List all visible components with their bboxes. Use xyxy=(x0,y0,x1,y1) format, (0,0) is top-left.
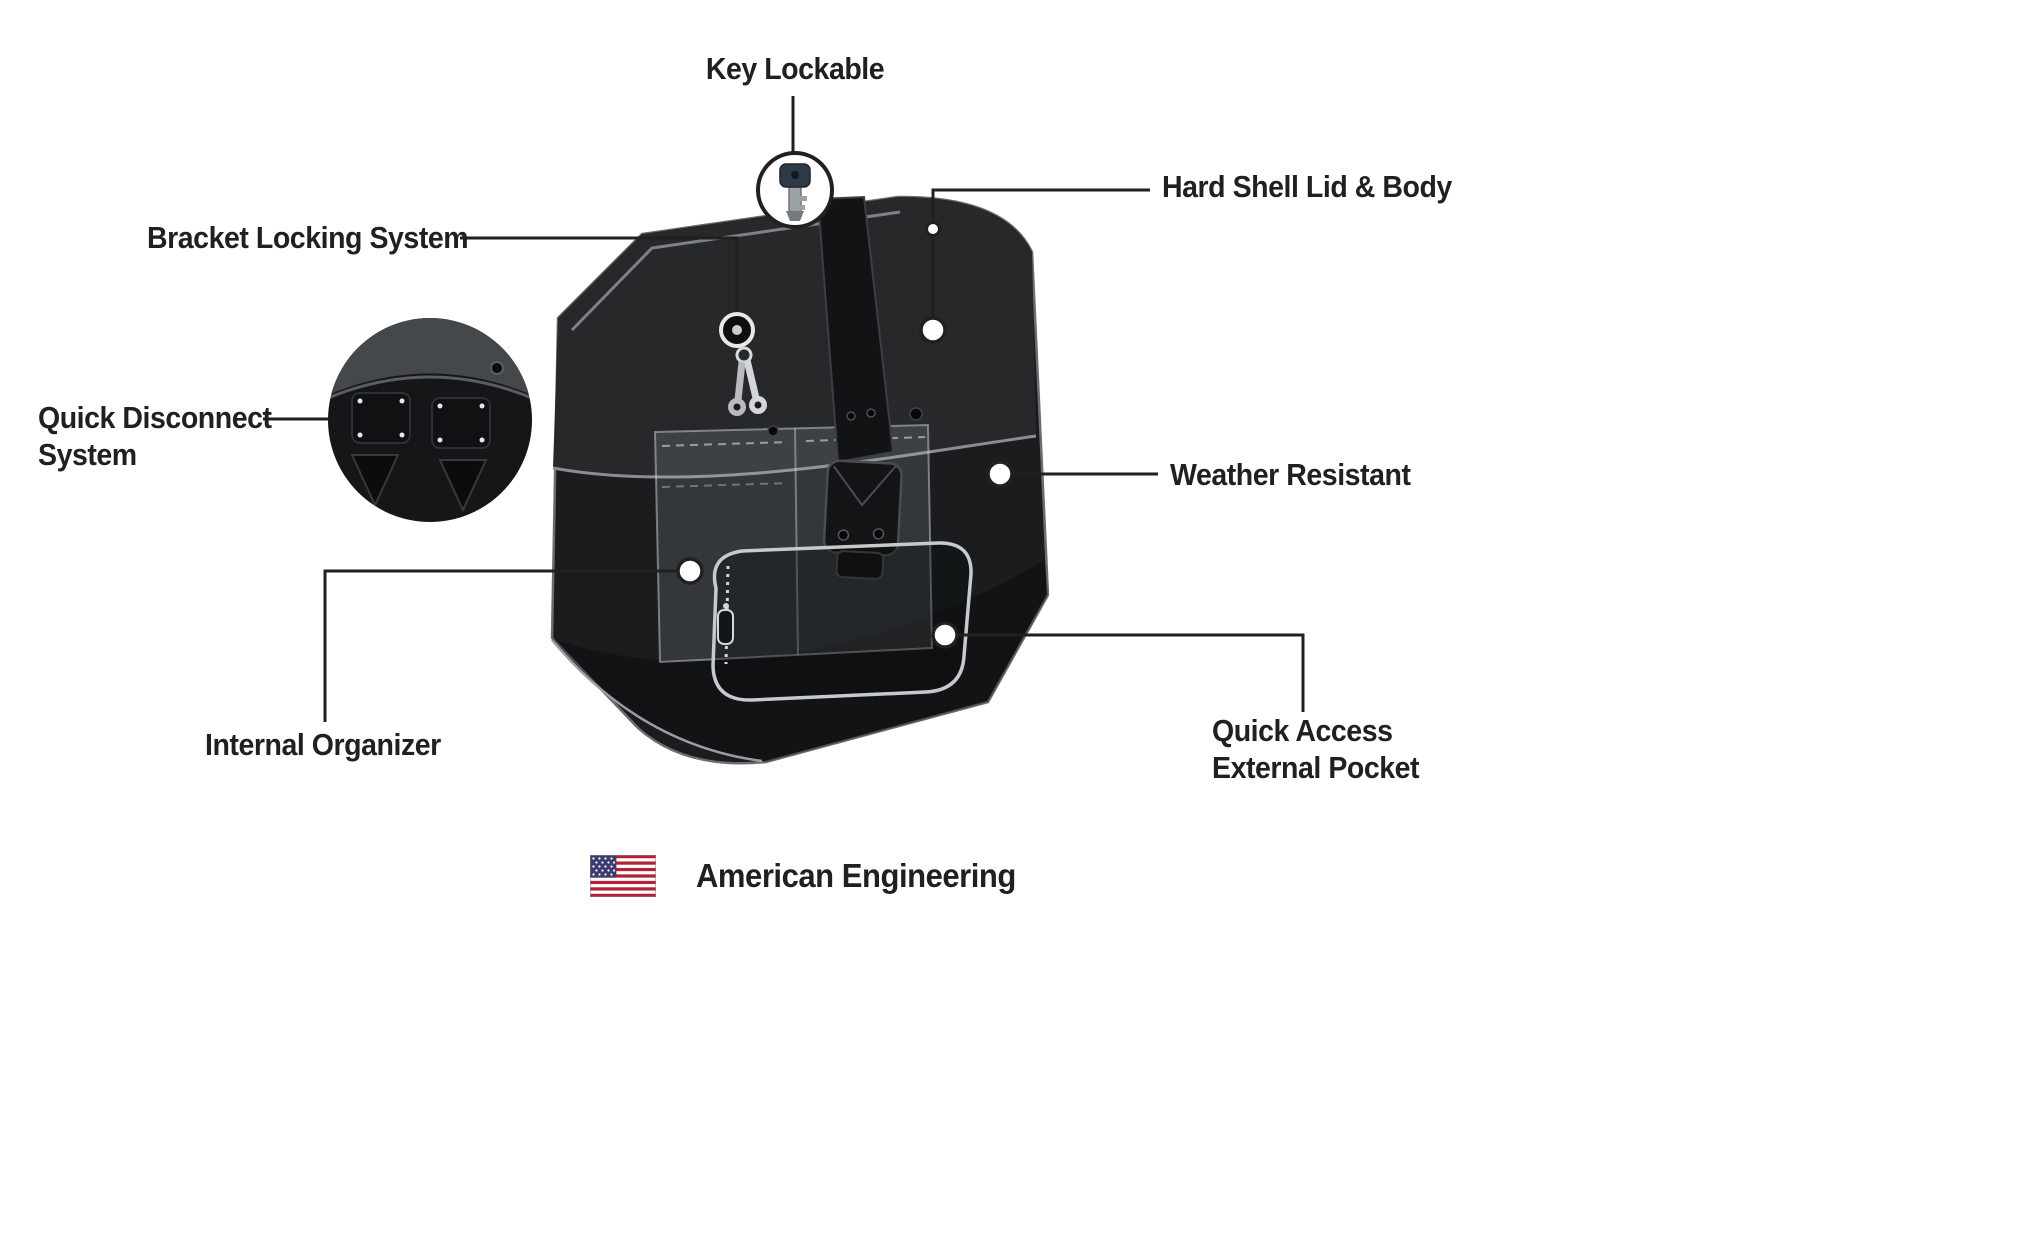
quick-disconnect-inset-image xyxy=(328,318,532,522)
bag-bottom-shading xyxy=(552,560,1048,762)
label-bracket-locking-system: Bracket Locking System xyxy=(147,220,469,255)
key-icon xyxy=(779,163,811,221)
label-quick-access-external-pocket: Quick Access External Pocket xyxy=(1212,712,1420,786)
keyhole-icon xyxy=(719,312,767,416)
callout-key-lockable xyxy=(756,96,834,229)
label-quick-disconnect-line2: System xyxy=(38,437,137,472)
hanging-keys xyxy=(728,359,767,416)
label-quick-access-line2: External Pocket xyxy=(1212,750,1420,785)
callout-quick-access xyxy=(931,621,1305,712)
label-quick-access-line1: Quick Access xyxy=(1212,713,1393,748)
label-internal-organizer: Internal Organizer xyxy=(205,727,441,762)
external-pocket-graphic xyxy=(711,541,973,702)
bag-lid-region xyxy=(553,196,1036,478)
label-quick-disconnect-line1: Quick Disconnect xyxy=(38,400,272,435)
callout-internal-organizer xyxy=(323,557,704,722)
us-flag-icon xyxy=(590,855,656,897)
label-quick-disconnect-system: Quick Disconnect System xyxy=(38,399,272,473)
label-american-engineering: American Engineering xyxy=(696,857,1016,894)
strap-graphic xyxy=(816,195,903,580)
label-hard-shell-lid-body: Hard Shell Lid & Body xyxy=(1162,169,1452,204)
american-engineering-row: American Engineering xyxy=(590,855,1036,897)
bag-bottom-rim xyxy=(551,639,763,763)
rivet-dot xyxy=(767,425,779,437)
saddlebag-illustration xyxy=(550,195,1050,765)
callout-weather-resistant xyxy=(986,460,1158,488)
label-key-lockable: Key Lockable xyxy=(705,51,885,86)
callout-hard-shell xyxy=(919,188,1150,344)
bag-lid-seam xyxy=(552,434,1037,479)
callout-bracket-locking xyxy=(460,236,739,312)
label-weather-resistant: Weather Resistant xyxy=(1170,457,1411,492)
callout-lines xyxy=(263,96,1305,722)
bag-top-edge-highlight xyxy=(570,210,901,332)
rivet-dot xyxy=(909,407,923,421)
